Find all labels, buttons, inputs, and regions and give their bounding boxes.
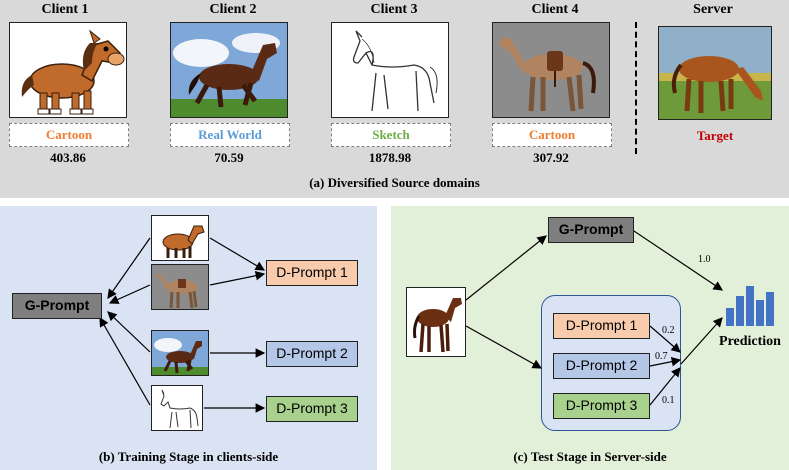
server-title: Server	[693, 2, 733, 17]
weight-g: 1.0	[698, 254, 711, 265]
client-3-value: 1878.98	[368, 150, 412, 165]
horse-painting-icon	[658, 26, 772, 120]
weight-d1: 0.2	[662, 325, 675, 336]
horse-sketch-icon	[331, 22, 449, 118]
training-g-prompt: G-Prompt	[12, 293, 102, 319]
client-3-title: Client 3	[370, 2, 418, 17]
client-2-domain-label: Real World	[170, 123, 290, 147]
training-d-prompt-3: D-Prompt 3	[266, 396, 358, 422]
client-1-value: 403.86	[50, 150, 86, 165]
client-2-title: Client 2	[209, 2, 257, 17]
client-4-domain-label: Cartoon	[492, 123, 612, 147]
horse-saddle-icon	[151, 264, 209, 310]
horse-sketch-icon	[151, 385, 203, 431]
horse-photo-icon	[406, 287, 466, 357]
test-d-prompt-3: D-Prompt 3	[553, 393, 650, 419]
test-d-prompt-1: D-Prompt 1	[553, 313, 650, 339]
caption-a: (a) Diversified Source domains	[309, 175, 480, 190]
prediction-label: Prediction	[719, 334, 781, 349]
horse-photo-icon	[151, 330, 209, 376]
client-2-value: 70.59	[214, 150, 244, 165]
training-d-prompt-2: D-Prompt 2	[266, 341, 358, 367]
test-g-prompt: G-Prompt	[548, 217, 634, 243]
horse-cartoon-icon	[9, 22, 127, 118]
weight-d2: 0.7	[655, 351, 668, 362]
test-d-prompt-2: D-Prompt 2	[553, 353, 650, 379]
client-1-title: Client 1	[41, 2, 89, 17]
client-4-title: Client 4	[531, 2, 579, 17]
bar-chart-icon	[722, 284, 778, 328]
server-target-label: Target	[696, 128, 734, 143]
client-3-domain-label: Sketch	[331, 123, 451, 147]
horse-photo-icon	[170, 22, 288, 118]
horse-cartoon-icon	[151, 215, 209, 261]
weight-d3: 0.1	[662, 395, 675, 406]
client-1-domain-label: Cartoon	[9, 123, 129, 147]
caption-b: (b) Training Stage in clients-side	[98, 449, 279, 464]
training-d-prompt-1: D-Prompt 1	[266, 260, 358, 286]
caption-c: (c) Test Stage in Server-side	[513, 449, 667, 464]
client-4-value: 307.92	[533, 150, 569, 165]
server-separator	[635, 22, 637, 154]
horse-saddle-icon	[492, 22, 610, 118]
